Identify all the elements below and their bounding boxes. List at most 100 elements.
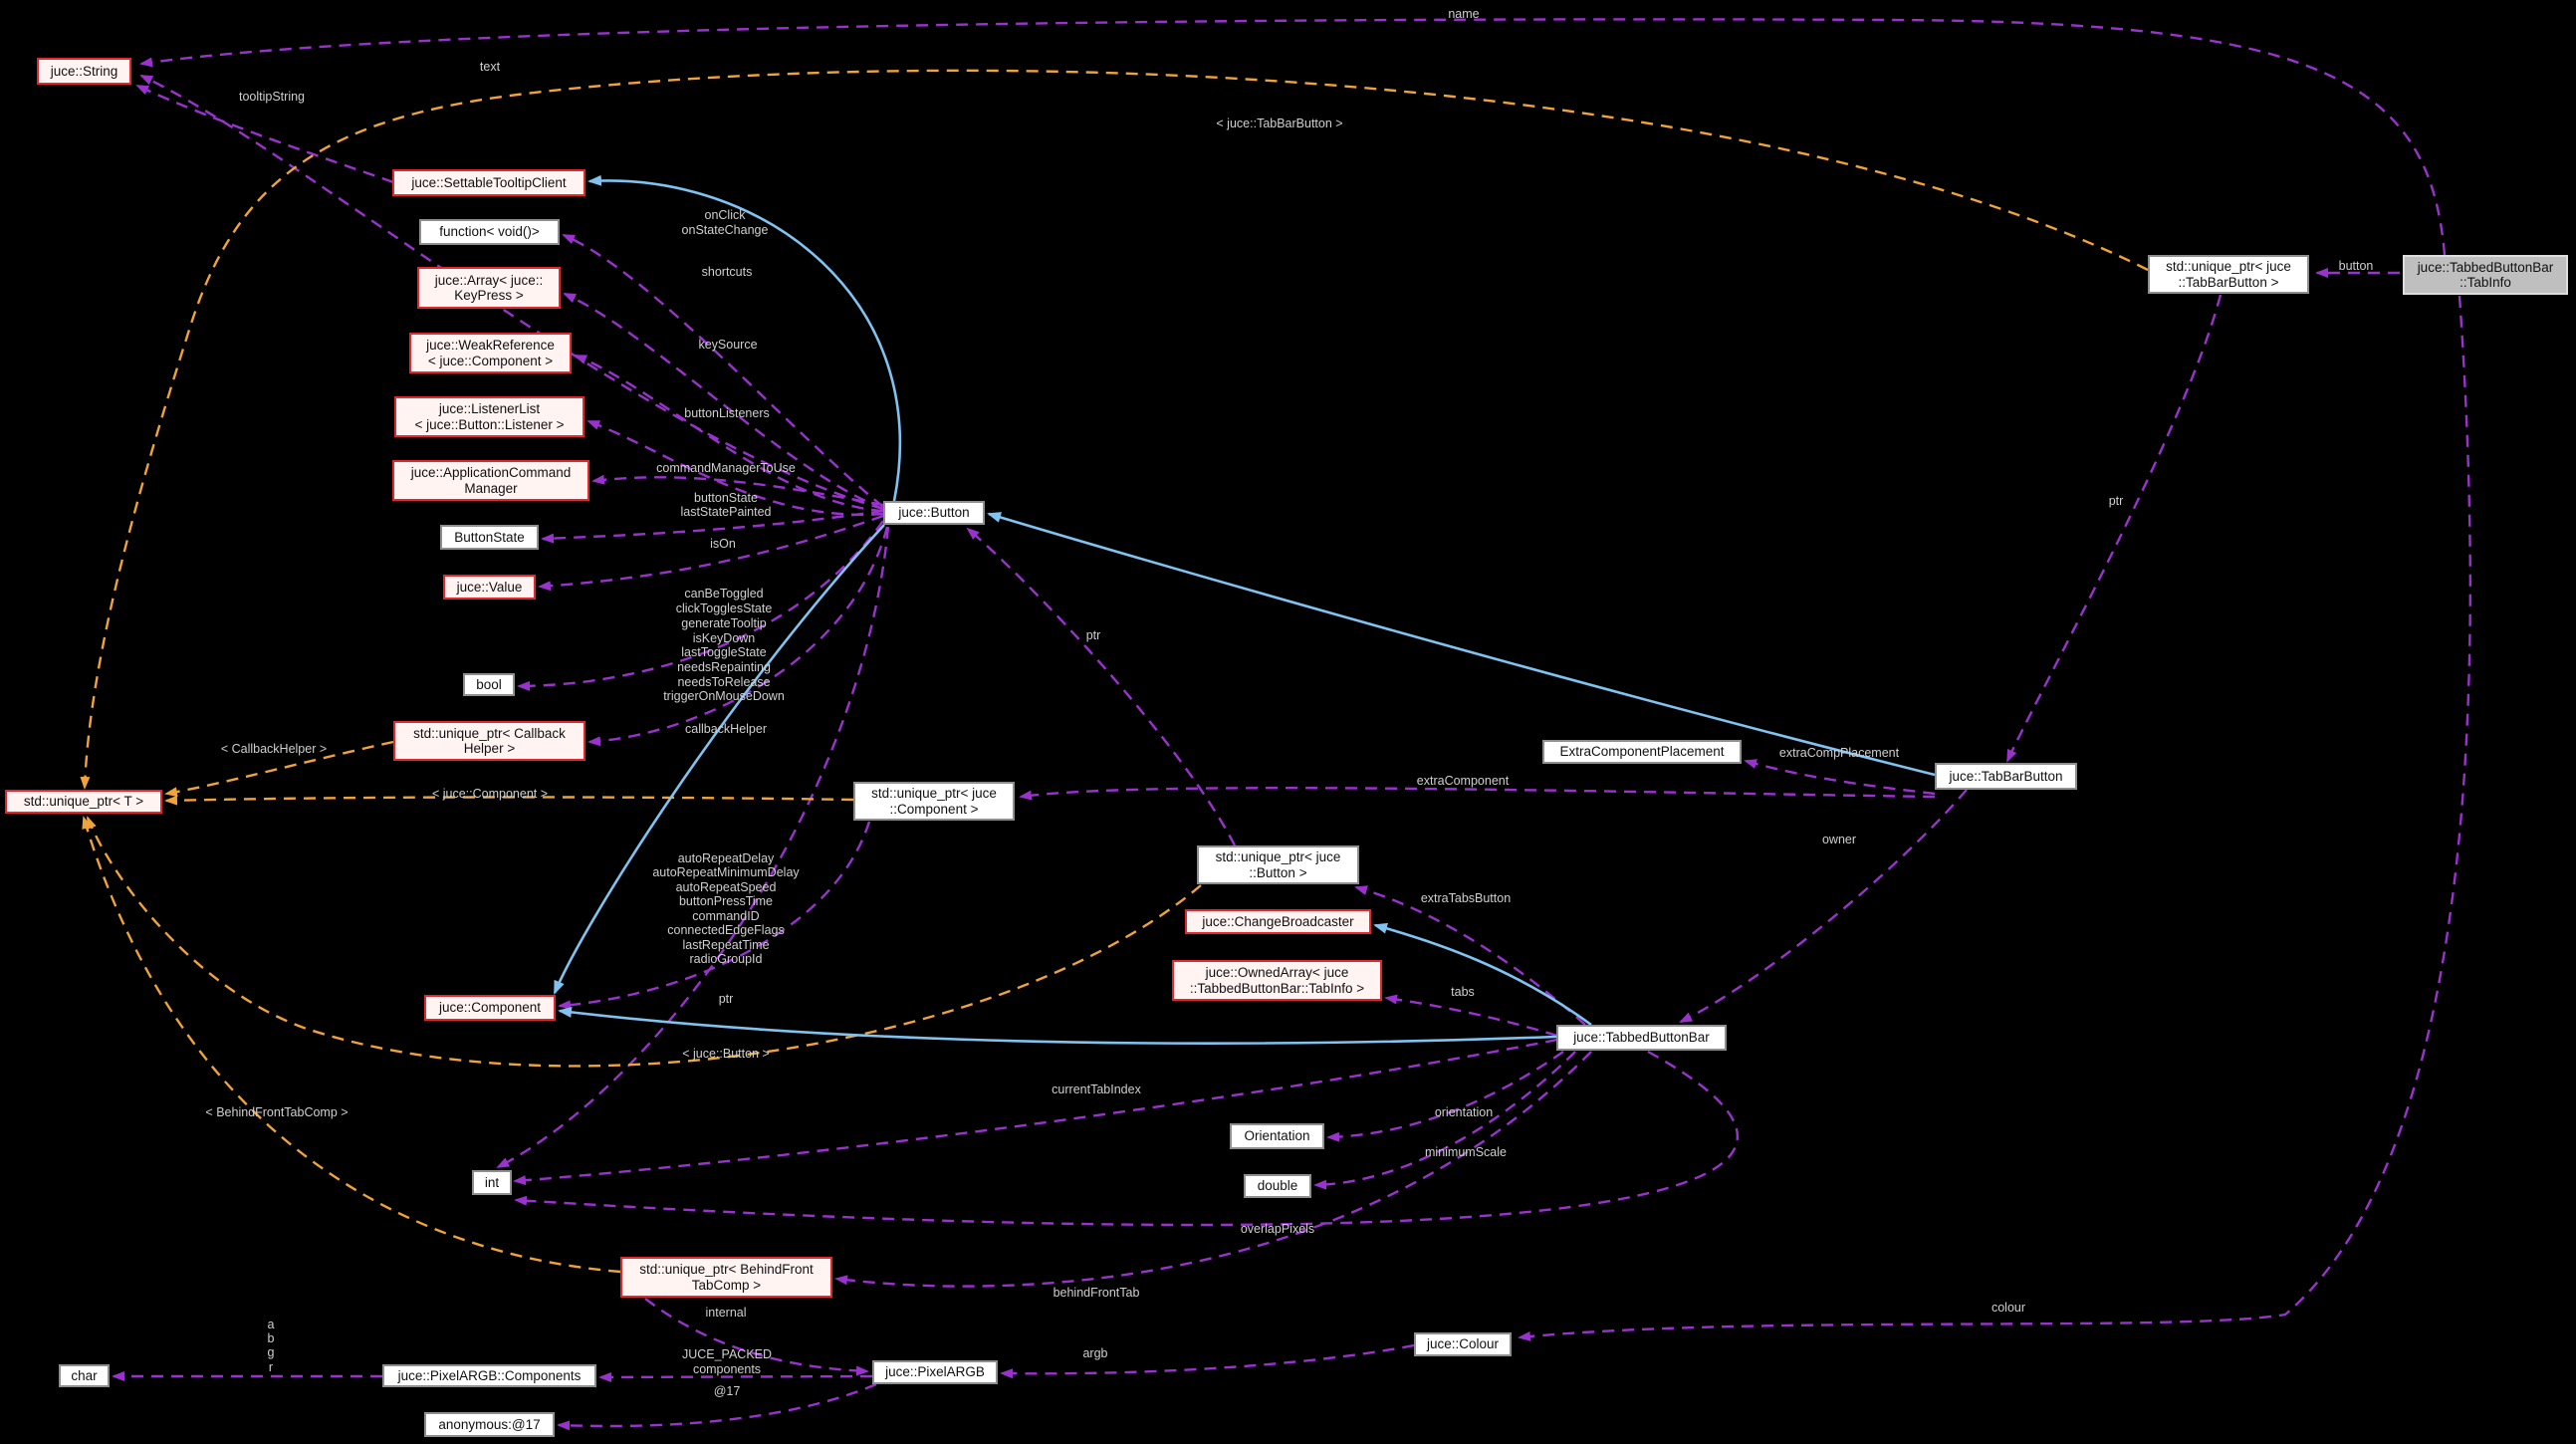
edge-label: onClick: [704, 208, 746, 222]
edge-label: triggerOnMouseDown: [663, 689, 785, 703]
edge-label: callbackHelper: [685, 722, 767, 736]
class-node-listener-list[interactable]: juce::ListenerList< juce::Button::Listen…: [394, 396, 585, 437]
edge-label: < juce::Button >: [682, 1047, 770, 1061]
edge-label: owner: [1821, 833, 1857, 846]
edge-label: commandManagerToUse: [656, 461, 796, 475]
edge-tabbedbuttonbar-overlappixels: [514, 1050, 1739, 1227]
class-node-unique-ptr-t[interactable]: std::unique_ptr< T >: [5, 790, 162, 814]
class-node-label: ButtonState: [454, 529, 525, 545]
edge-template-tabbarbutton: [80, 69, 2149, 790]
class-node-label: function< void()>: [439, 224, 540, 240]
edge-colour-argb: [1000, 1343, 1415, 1379]
class-node-label: std::unique_ptr< juce: [1215, 849, 1341, 864]
class-node-tabbed-button-bar[interactable]: juce::TabbedButtonBar: [1556, 1025, 1727, 1051]
edge-button-buttonstate: [541, 509, 884, 544]
class-node-label: double: [1257, 1178, 1298, 1194]
class-node-label: < juce::Button::Listener >: [414, 416, 565, 432]
class-node-owned-array-tabinfo[interactable]: juce::OwnedArray< juce::TabbedButtonBar:…: [1172, 960, 1382, 1001]
class-node-colour[interactable]: juce::Colour: [1414, 1332, 1512, 1356]
edge-template-button: [86, 816, 1202, 1068]
edge-label: needsToRelease: [677, 675, 771, 689]
class-node-pixel-argb[interactable]: juce::PixelARGB: [872, 1360, 998, 1384]
class-node-label: std::unique_ptr< juce: [871, 786, 997, 801]
edge-label: extraTabsButton: [1420, 891, 1512, 905]
edge-label: buttonPressTime: [678, 894, 774, 908]
class-node-label: juce::TabbedButtonBar: [1573, 1030, 1710, 1046]
edge-label: tooltipString: [238, 90, 306, 104]
class-node-change-broadcaster[interactable]: juce::ChangeBroadcaster: [1185, 909, 1371, 934]
class-node-value[interactable]: juce::Value: [443, 575, 536, 600]
edge-label: minimumScale: [1425, 1145, 1507, 1159]
class-node-bool[interactable]: bool: [463, 673, 515, 696]
class-node-tab-bar-button[interactable]: juce::TabBarButton: [1935, 763, 2077, 790]
class-node-anonymous-17[interactable]: anonymous:@17: [424, 1412, 555, 1437]
edge-label: components: [692, 1362, 762, 1376]
edge-label: onStateChange: [681, 223, 769, 237]
edge-button-buttonlisteners: [586, 419, 884, 516]
class-node-button-state[interactable]: ButtonState: [440, 525, 539, 550]
class-node-function-void[interactable]: function< void()>: [419, 219, 560, 245]
edge-uptrtabbarbutton-ptr: [2005, 294, 2223, 763]
edge-label: button: [2338, 259, 2374, 273]
edge-inherit-tabbedbuttonbar-changebroadcaster: [1373, 922, 1592, 1027]
edge-label: autoRepeatDelay: [677, 851, 775, 865]
class-node-unique-ptr-tab-bar-button[interactable]: std::unique_ptr< juce::TabBarButton >: [2148, 255, 2309, 294]
edge-tabbedbuttonbar-extratabsbutton: [1354, 885, 1586, 1026]
edge-label: autoRepeatSpeed: [675, 880, 777, 894]
edge-label: < juce::TabBarButton >: [1216, 117, 1343, 130]
class-node-label: juce::Colour: [1426, 1336, 1500, 1352]
class-node-array-keypress[interactable]: juce::Array< juce::KeyPress >: [417, 267, 561, 309]
edge-label: tabs: [1451, 985, 1475, 999]
class-node-label: < juce::Component >: [427, 353, 554, 368]
class-node-char[interactable]: char: [59, 1364, 110, 1387]
class-node-label: KeyPress >: [454, 288, 524, 303]
edge-button-bool-flags: [517, 520, 884, 691]
edge-button-shortcuts: [563, 292, 884, 511]
class-node-pixel-argb-components[interactable]: juce::PixelARGB::Components: [382, 1364, 596, 1387]
edge-inherit-button-component: [553, 524, 885, 995]
class-node-label: bool: [476, 676, 502, 692]
edge-tabbedbuttonbar-tabs: [1384, 994, 1558, 1038]
class-node-label: ::TabbedButtonBar::TabInfo >: [1189, 980, 1365, 996]
class-node-unique-ptr-button[interactable]: std::unique_ptr< juce::Button >: [1197, 845, 1359, 884]
edge-tabbarbutton-extracompplacement: [1744, 759, 1936, 796]
class-node-label: juce::String: [50, 63, 118, 79]
edge-button-commandmanager: [591, 474, 884, 507]
class-node-settable-tooltip-client[interactable]: juce::SettableTooltipClient: [392, 169, 585, 196]
class-node-label: Orientation: [1244, 1128, 1310, 1144]
edge-label: keySource: [698, 338, 758, 352]
class-node-label: juce::WeakReference: [426, 338, 555, 353]
edge-label: autoRepeatMinimumDelay: [652, 865, 800, 879]
edge-button-keysource: [574, 354, 884, 513]
class-node-label: char: [71, 1367, 98, 1383]
edge-button-onclick: [562, 233, 884, 508]
class-node-double[interactable]: double: [1244, 1174, 1311, 1198]
edge-template-component: [164, 795, 854, 806]
class-node-label: Manager: [464, 480, 518, 496]
class-node-label: juce::TabBarButton: [1949, 768, 2063, 784]
class-node-weak-reference[interactable]: juce::WeakReference< juce::Component >: [409, 333, 572, 373]
edge-label: ptr: [1085, 628, 1101, 642]
edge-label: behindFrontTab: [1053, 1286, 1140, 1300]
class-node-button[interactable]: juce::Button: [883, 501, 985, 525]
class-node-label: juce::ListenerList: [438, 401, 541, 416]
edge-template-behindfronttabcomp: [82, 816, 621, 1274]
edge-tabbedbuttonbar-minimumscale: [1313, 1051, 1576, 1190]
class-node-tabinfo[interactable]: juce::TabbedButtonBar::TabInfo: [2403, 255, 2568, 295]
class-node-string[interactable]: juce::String: [37, 58, 131, 85]
edge-label: g: [267, 1345, 275, 1359]
class-node-int[interactable]: int: [472, 1170, 512, 1195]
class-node-orientation[interactable]: Orientation: [1230, 1123, 1324, 1149]
class-node-label: juce::Array< juce::: [434, 272, 544, 288]
class-node-component[interactable]: juce::Component: [424, 995, 556, 1021]
edge-tabinfo-name: [139, 18, 2447, 256]
class-node-extra-component-placement[interactable]: ExtraComponentPlacement: [1542, 740, 1742, 764]
class-node-unique-ptr-component[interactable]: std::unique_ptr< juce::Component >: [853, 782, 1015, 821]
edge-uptrcomponent-ptr: [558, 821, 871, 1011]
edge-behindfronttab-internal: [644, 1298, 869, 1376]
